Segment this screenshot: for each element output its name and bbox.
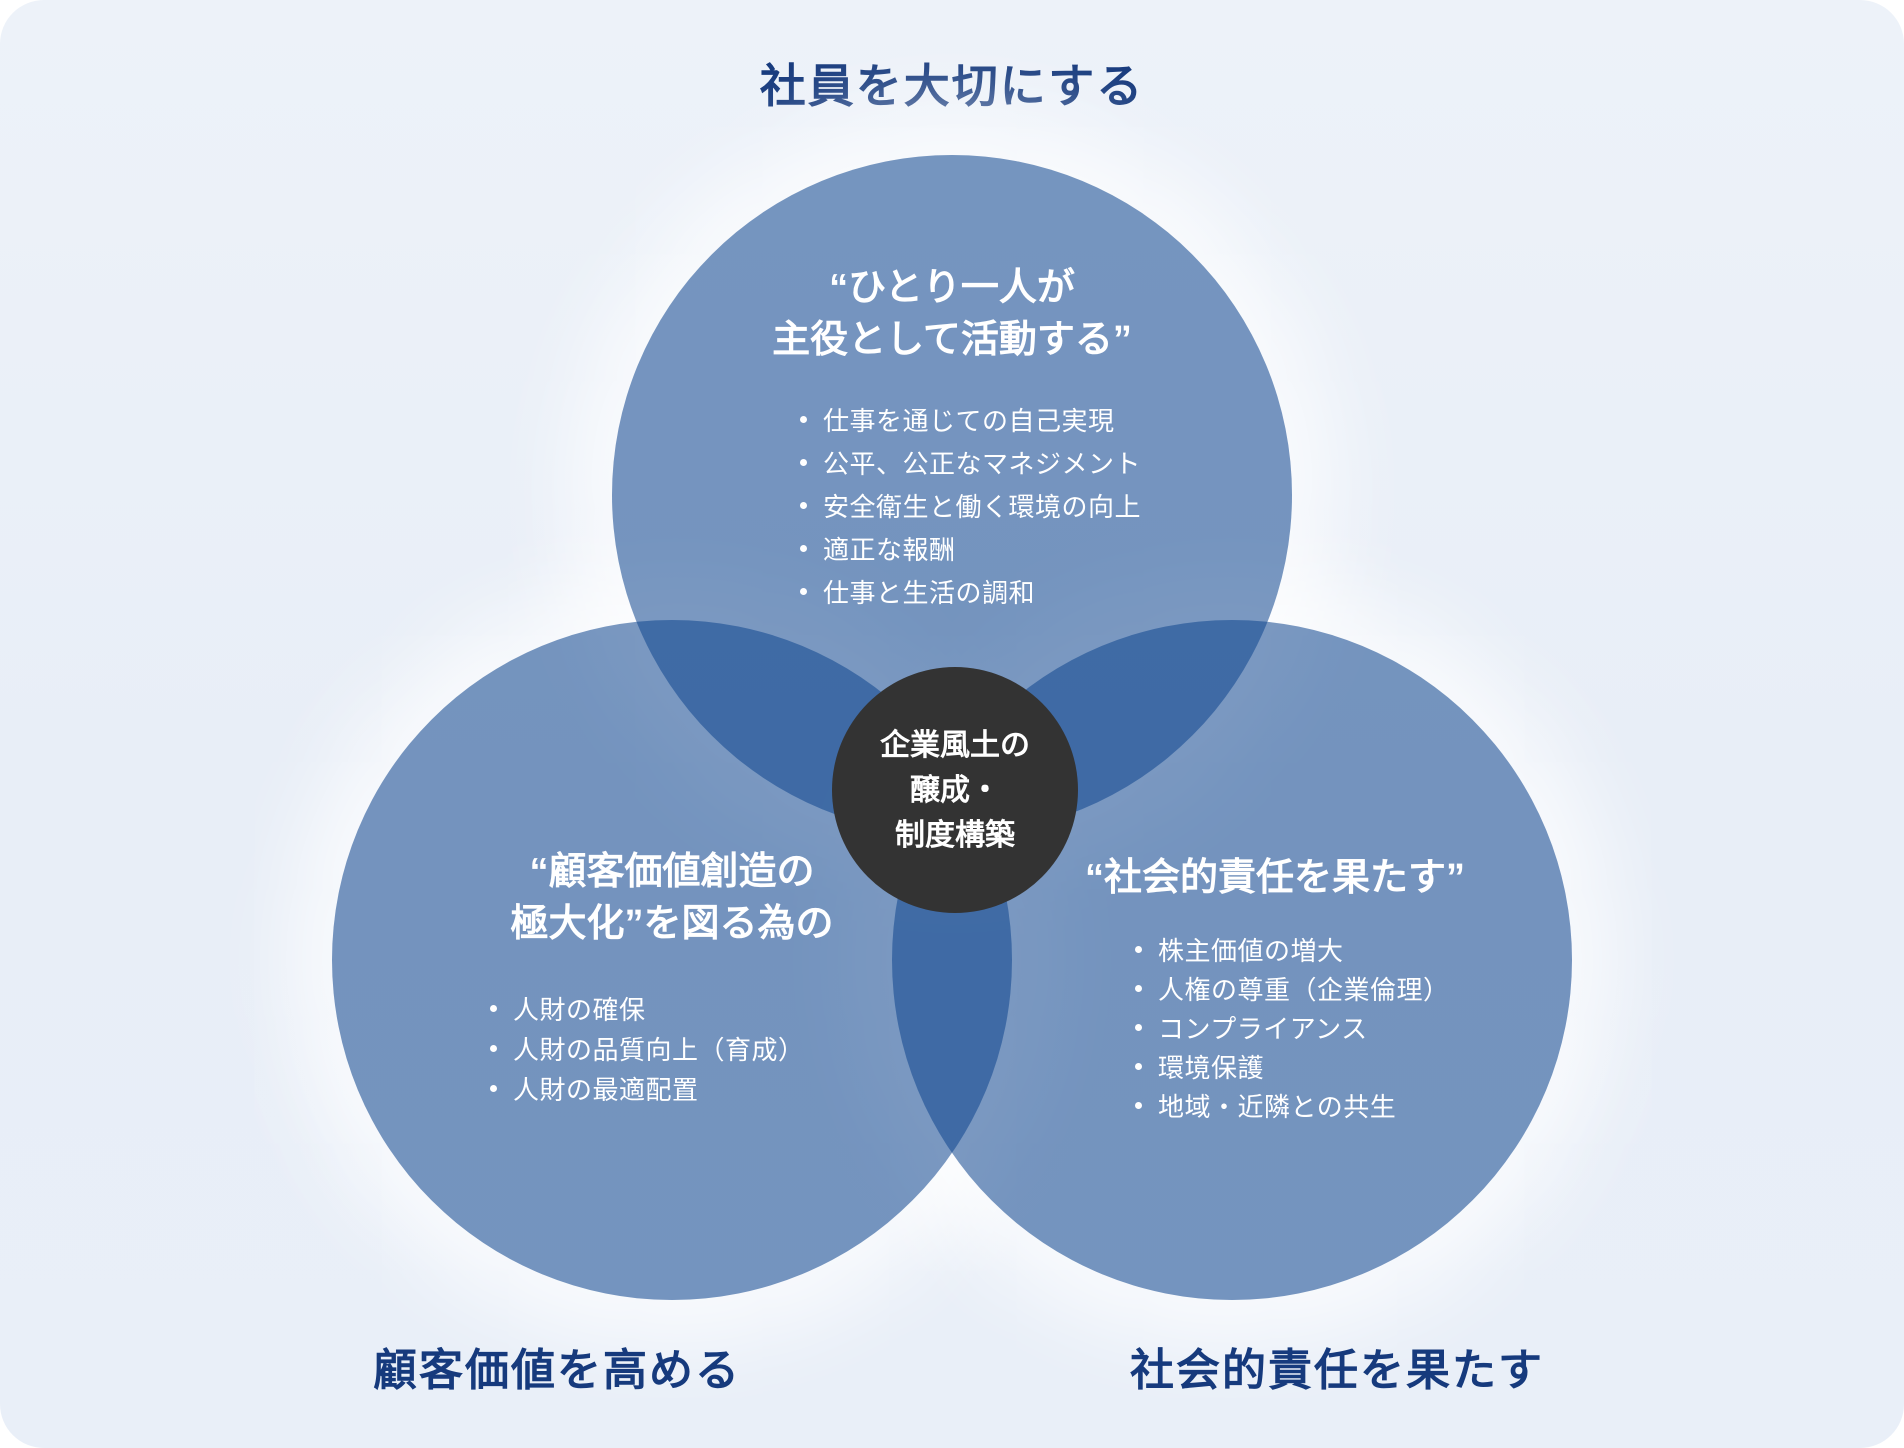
bullet-dot-icon xyxy=(1135,1102,1142,1109)
social-circle-title: “社会的責任を果たす” xyxy=(1084,857,1465,899)
bullet-dot-icon xyxy=(490,1004,497,1012)
bullet-dot-icon xyxy=(1135,1024,1142,1031)
list-item: 地域・近隣との共生 xyxy=(1135,1086,1450,1125)
list-item: 環境保護 xyxy=(1135,1047,1450,1086)
bottom-left-circle-label: 顧客価値を高める xyxy=(373,1346,741,1395)
list-item: 適正な報酬 xyxy=(800,527,1141,570)
employee-title-line-1: “ひとり一人が xyxy=(829,267,1075,309)
bullet-text: 仕事と生活の調和 xyxy=(823,578,1036,608)
bullet-text: 人財の品質向上（育成） xyxy=(513,1034,805,1065)
bullet-text: 適正な報酬 xyxy=(823,535,956,565)
customer-title-line-1: “顧客価値創造の xyxy=(529,851,815,893)
employee-circle-title: “ひとり一人が 主役として活動する” xyxy=(612,262,1292,366)
bullet-dot-icon xyxy=(490,1044,497,1052)
bullet-text: 株主価値の増大 xyxy=(1158,936,1344,966)
bullet-text: 環境保護 xyxy=(1158,1053,1265,1083)
bullet-dot-icon xyxy=(800,588,807,595)
list-item: 仕事を通じての自己実現 xyxy=(800,398,1141,441)
bullet-dot-icon xyxy=(490,1084,497,1092)
customer-circle-title: “顧客価値創造の 極大化”を図る為の xyxy=(332,846,1012,950)
list-item: 仕事と生活の調和 xyxy=(800,570,1141,613)
center-line-2: 醸成・ xyxy=(910,773,1000,807)
bullet-dot-icon xyxy=(1135,1063,1142,1070)
bullet-text: 人権の尊重（企業倫理） xyxy=(1158,975,1450,1005)
bullet-dot-icon xyxy=(800,502,807,509)
center-circle: 企業風土の 醸成・ 制度構築 xyxy=(832,667,1078,913)
bullet-text: 人財の確保 xyxy=(513,994,646,1025)
bullet-text: 仕事を通じての自己実現 xyxy=(823,406,1115,436)
center-line-1: 企業風土の xyxy=(880,728,1030,762)
bullet-text: コンプライアンス xyxy=(1158,1014,1368,1044)
bullet-dot-icon xyxy=(800,545,807,552)
bullet-text: 地域・近隣との共生 xyxy=(1158,1092,1397,1122)
bullet-text: 公平、公正なマネジメント xyxy=(823,449,1142,479)
list-item: 人財の品質向上（育成） xyxy=(490,1028,805,1068)
bullet-dot-icon xyxy=(1135,985,1142,992)
list-item: 人財の最適配置 xyxy=(490,1068,805,1108)
bullet-dot-icon xyxy=(800,459,807,466)
customer-title-line-2: 極大化”を図る為の xyxy=(510,903,834,945)
employee-title-line-2: 主役として活動する” xyxy=(772,319,1132,361)
list-item: 人権の尊重（企業倫理） xyxy=(1135,969,1450,1008)
customer-bullet-list: 人財の確保 人財の品質向上（育成） 人財の最適配置 xyxy=(490,988,805,1108)
employee-bullet-list: 仕事を通じての自己実現 公平、公正なマネジメント 安全衛生と働く環境の向上 適正… xyxy=(800,398,1141,613)
top-circle-label: 社員を大切にする xyxy=(759,60,1145,112)
social-bullet-list: 株主価値の増大 人権の尊重（企業倫理） コンプライアンス 環境保護 地域・近隣と… xyxy=(1135,930,1450,1125)
bullet-text: 人財の最適配置 xyxy=(513,1074,699,1105)
center-line-3: 制度構築 xyxy=(895,818,1015,852)
list-item: 株主価値の増大 xyxy=(1135,930,1450,969)
bottom-right-circle-label: 社会的責任を果たす xyxy=(1130,1346,1544,1395)
list-item: 安全衛生と働く環境の向上 xyxy=(800,484,1141,527)
list-item: 公平、公正なマネジメント xyxy=(800,441,1141,484)
list-item: コンプライアンス xyxy=(1135,1008,1450,1047)
list-item: 人財の確保 xyxy=(490,988,805,1028)
bullet-dot-icon xyxy=(800,416,807,423)
bullet-text: 安全衛生と働く環境の向上 xyxy=(823,492,1142,522)
bullet-dot-icon xyxy=(1135,946,1142,953)
